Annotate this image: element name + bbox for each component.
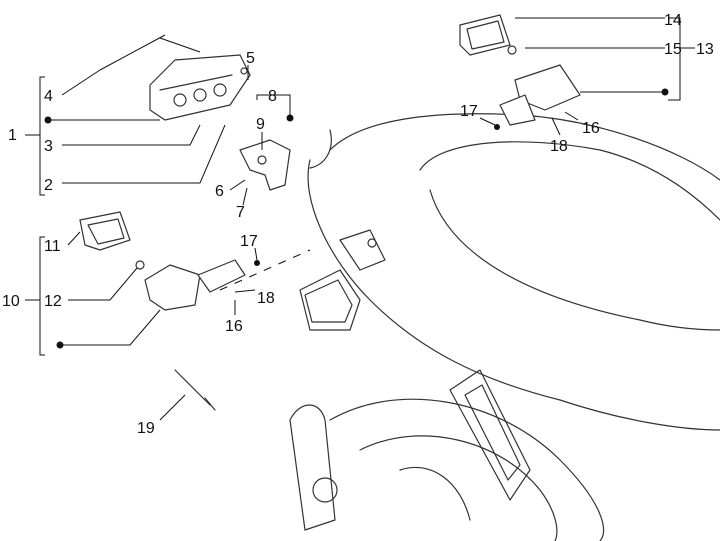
- callout-10: 10: [2, 293, 20, 310]
- callout-1: 1: [8, 127, 17, 144]
- callout-15: 15: [664, 41, 682, 58]
- rear-left-indicator-part: [79, 211, 246, 311]
- callout-13: 13: [696, 41, 714, 58]
- callout-18-right: 18: [550, 138, 568, 155]
- scooter-rear-body: [289, 113, 720, 541]
- callout-3: 3: [44, 138, 53, 155]
- callout-5: 5: [246, 50, 255, 67]
- assembly-dashed-line: [219, 249, 311, 291]
- callout-11: 11: [44, 238, 61, 255]
- bracket-part: [239, 139, 291, 191]
- rear-right-indicator-part: [459, 14, 581, 126]
- callout-17-right: 17: [460, 103, 478, 120]
- callout-19: 19: [137, 420, 155, 437]
- callout-4: 4: [44, 88, 53, 105]
- callout-7: 7: [236, 204, 245, 221]
- callout-8: 8: [268, 88, 277, 105]
- callout-16-left: 16: [225, 318, 243, 335]
- callout-18-left: 18: [257, 290, 275, 307]
- callout-14: 14: [664, 12, 682, 29]
- leader-lines: [25, 17, 695, 421]
- cable-part: [174, 369, 216, 411]
- callout-6: 6: [215, 183, 224, 200]
- callout-2: 2: [44, 177, 53, 194]
- callout-17-left: 17: [240, 233, 258, 250]
- callout-9: 9: [256, 116, 265, 133]
- callout-16-right: 16: [582, 120, 600, 137]
- callout-12: 12: [44, 293, 62, 310]
- reference-dots: [44, 88, 669, 349]
- tail-light-part: [149, 54, 251, 121]
